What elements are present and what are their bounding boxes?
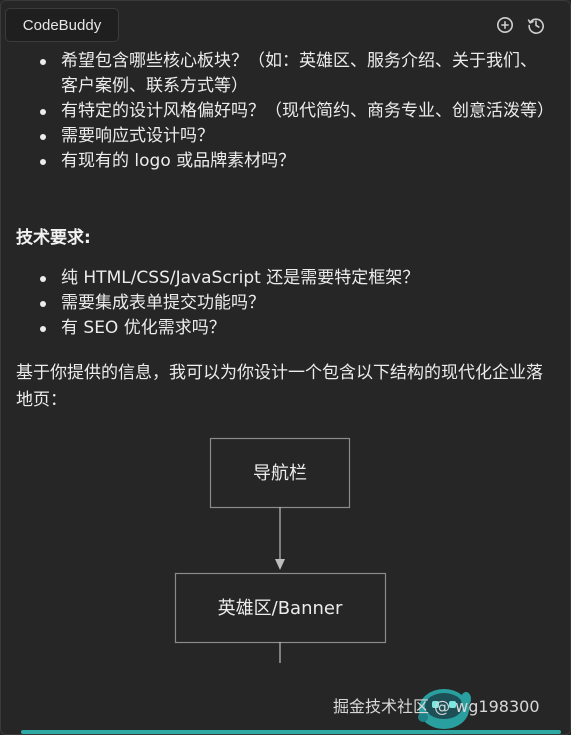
app-title: CodeBuddy [22, 16, 102, 34]
accent-bar [21, 730, 561, 734]
mascot-icon [418, 689, 471, 729]
watermark-text: 掘金技术社区 @ wg198300 [333, 697, 540, 716]
arrow-head-icon [275, 559, 285, 570]
list-item: 有特定的设计风格偏好吗？（现代简约、商务专业、创意活泼等） [39, 99, 554, 124]
list-item: 有现有的 logo 或品牌素材吗？ [39, 149, 549, 174]
tech-requirements-list: 纯 HTML/CSS/JavaScript 还是需要特定框架？ 需要集成表单提交… [39, 266, 549, 341]
section-heading: 技术要求: [16, 228, 91, 248]
app-title-tab[interactable]: CodeBuddy [5, 8, 119, 42]
summary-paragraph: 基于你提供的信息，我可以为你设计一个包含以下结构的现代化企业落地页： [16, 363, 543, 410]
diagram-node-nav: 导航栏 [209, 437, 351, 509]
list-item: 需要集成表单提交功能吗？ [39, 291, 549, 316]
list-item: 纯 HTML/CSS/JavaScript 还是需要特定框架？ [39, 266, 549, 291]
list-item: 需要响应式设计吗？ [39, 124, 549, 149]
diagram-edge [275, 507, 285, 570]
list-item: 希望包含哪些核心板块？（如：英雄区、服务介绍、关于我们、客户案例、联系方式等） [39, 49, 549, 99]
node-label: 英雄区/Banner [218, 598, 343, 619]
history-icon[interactable] [526, 15, 546, 35]
requirements-list: 希望包含哪些核心板块？（如：英雄区、服务介绍、关于我们、客户案例、联系方式等） … [39, 49, 554, 174]
list-item: 有 SEO 优化需求吗？ [39, 316, 549, 341]
new-chat-icon[interactable] [495, 15, 515, 35]
node-label: 导航栏 [253, 463, 307, 484]
diagram-node-hero: 英雄区/Banner [174, 572, 387, 644]
